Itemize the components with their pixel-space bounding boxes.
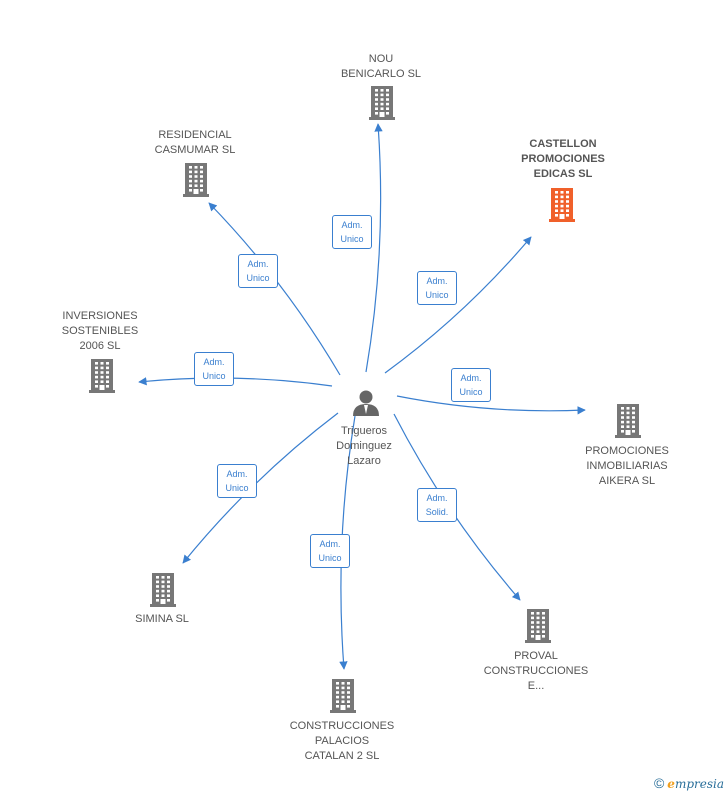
relation-badge-promociones-aikera[interactable]: Adm. Unico bbox=[451, 368, 491, 402]
person-name-line-3: Lazaro bbox=[347, 455, 381, 467]
company-name-line: E... bbox=[527, 680, 545, 692]
relation-text: Unico bbox=[425, 290, 449, 300]
relation-badge-inversiones-sostenibles[interactable]: Adm. Unico bbox=[194, 352, 234, 386]
company-name-line: PALACIOS bbox=[314, 735, 370, 747]
building-icon-inversiones-sostenibles[interactable] bbox=[89, 359, 115, 393]
relation-badge-proval-construcciones[interactable]: Adm. Solid. bbox=[417, 488, 457, 522]
relation-text: Adm. bbox=[203, 357, 225, 367]
company-name-line: RESIDENCIAL bbox=[158, 129, 232, 141]
company-name-line: PROVAL bbox=[514, 650, 558, 662]
company-name-line: EDICAS SL bbox=[533, 168, 593, 180]
company-name-line: INMOBILIARIAS bbox=[586, 460, 668, 472]
building-icon-castellon-promociones[interactable] bbox=[549, 188, 575, 222]
relation-text: Unico bbox=[225, 483, 249, 493]
relation-text: Adm. bbox=[341, 220, 363, 230]
relation-text: Solid. bbox=[425, 507, 449, 517]
relation-text: Unico bbox=[246, 273, 270, 283]
person-name-line-1: Trigueros bbox=[340, 425, 388, 437]
person-icon[interactable] bbox=[353, 390, 379, 417]
company-name-line: AIKERA SL bbox=[598, 475, 656, 487]
relation-text: Adm. bbox=[426, 493, 448, 503]
company-name-line: PROMOCIONES bbox=[521, 153, 605, 165]
center-person-label[interactable]: Trigueros Dominguez Lazaro bbox=[336, 424, 392, 469]
building-icon-nou-benicarlo[interactable] bbox=[369, 86, 395, 120]
company-name-line: CATALAN 2 SL bbox=[304, 750, 380, 762]
company-name-line: CASMUMAR SL bbox=[154, 144, 236, 156]
footer-brand[interactable]: ©empresia bbox=[654, 775, 724, 791]
building-icon-proval-construcciones[interactable] bbox=[525, 609, 551, 643]
relation-badge-castellon-promociones[interactable]: Adm. Unico bbox=[417, 271, 457, 305]
company-label-residencial-casmumar[interactable]: RESIDENCIAL CASMUMAR SL bbox=[155, 128, 236, 158]
company-name-line: CONSTRUCCIONES bbox=[483, 665, 589, 677]
company-label-construcciones-palacios[interactable]: CONSTRUCCIONES PALACIOS CATALAN 2 SL bbox=[290, 719, 395, 764]
building-icon-promociones-aikera[interactable] bbox=[615, 404, 641, 438]
edge-promociones-aikera bbox=[396, 395, 586, 415]
company-name-line: PROMOCIONES bbox=[585, 445, 669, 457]
building-icon-residencial-casmumar[interactable] bbox=[183, 163, 209, 197]
relation-text: Unico bbox=[202, 371, 226, 381]
relation-badge-residencial-casmumar[interactable]: Adm. Unico bbox=[238, 254, 278, 288]
company-name-line: SOSTENIBLES bbox=[61, 325, 139, 337]
brand-logo: empresia bbox=[667, 777, 724, 791]
company-name-line: SIMINA SL bbox=[135, 613, 189, 625]
relation-badge-nou-benicarlo[interactable]: Adm. Unico bbox=[332, 215, 372, 249]
edge-residencial-casmumar bbox=[208, 202, 341, 376]
relation-badge-simina[interactable]: Adm. Unico bbox=[217, 464, 257, 498]
edge-nou-benicarlo bbox=[365, 123, 383, 373]
company-name-line: NOU bbox=[368, 53, 394, 65]
edge-inversiones-sostenibles bbox=[138, 377, 333, 387]
copyright-symbol: © bbox=[653, 775, 665, 791]
company-label-inversiones-sostenibles[interactable]: INVERSIONES SOSTENIBLES 2006 SL bbox=[62, 309, 138, 354]
relation-badge-construcciones-palacios[interactable]: Adm. Unico bbox=[310, 534, 350, 568]
company-label-simina[interactable]: SIMINA SL bbox=[135, 612, 189, 627]
company-name-line: INVERSIONES bbox=[62, 310, 138, 322]
relation-text: Adm. bbox=[460, 373, 482, 383]
relation-text: Unico bbox=[318, 553, 342, 563]
relation-text: Unico bbox=[340, 234, 364, 244]
company-name-line: 2006 SL bbox=[79, 340, 121, 352]
relation-text: Unico bbox=[459, 387, 483, 397]
company-label-castellon-promociones[interactable]: CASTELLON PROMOCIONES EDICAS SL bbox=[521, 137, 605, 182]
company-label-nou-benicarlo[interactable]: NOU BENICARLO SL bbox=[341, 52, 421, 82]
company-name-line: BENICARLO SL bbox=[340, 68, 422, 80]
relation-text: Adm. bbox=[426, 276, 448, 286]
company-name-line: CONSTRUCCIONES bbox=[289, 720, 395, 732]
company-label-proval-construcciones[interactable]: PROVAL CONSTRUCCIONES E... bbox=[484, 649, 589, 694]
relation-text: Adm. bbox=[226, 469, 248, 479]
person-name-line-2: Dominguez bbox=[336, 440, 392, 452]
relation-text: Adm. bbox=[319, 539, 341, 549]
building-icon-simina[interactable] bbox=[150, 573, 176, 607]
edge-proval-construcciones bbox=[393, 413, 521, 601]
edge-castellon-promociones bbox=[384, 236, 532, 374]
company-label-promociones-aikera[interactable]: PROMOCIONES INMOBILIARIAS AIKERA SL bbox=[585, 444, 669, 489]
relation-text: Adm. bbox=[247, 259, 269, 269]
building-icon-construcciones-palacios[interactable] bbox=[330, 679, 356, 713]
company-name-line: CASTELLON bbox=[529, 138, 597, 150]
